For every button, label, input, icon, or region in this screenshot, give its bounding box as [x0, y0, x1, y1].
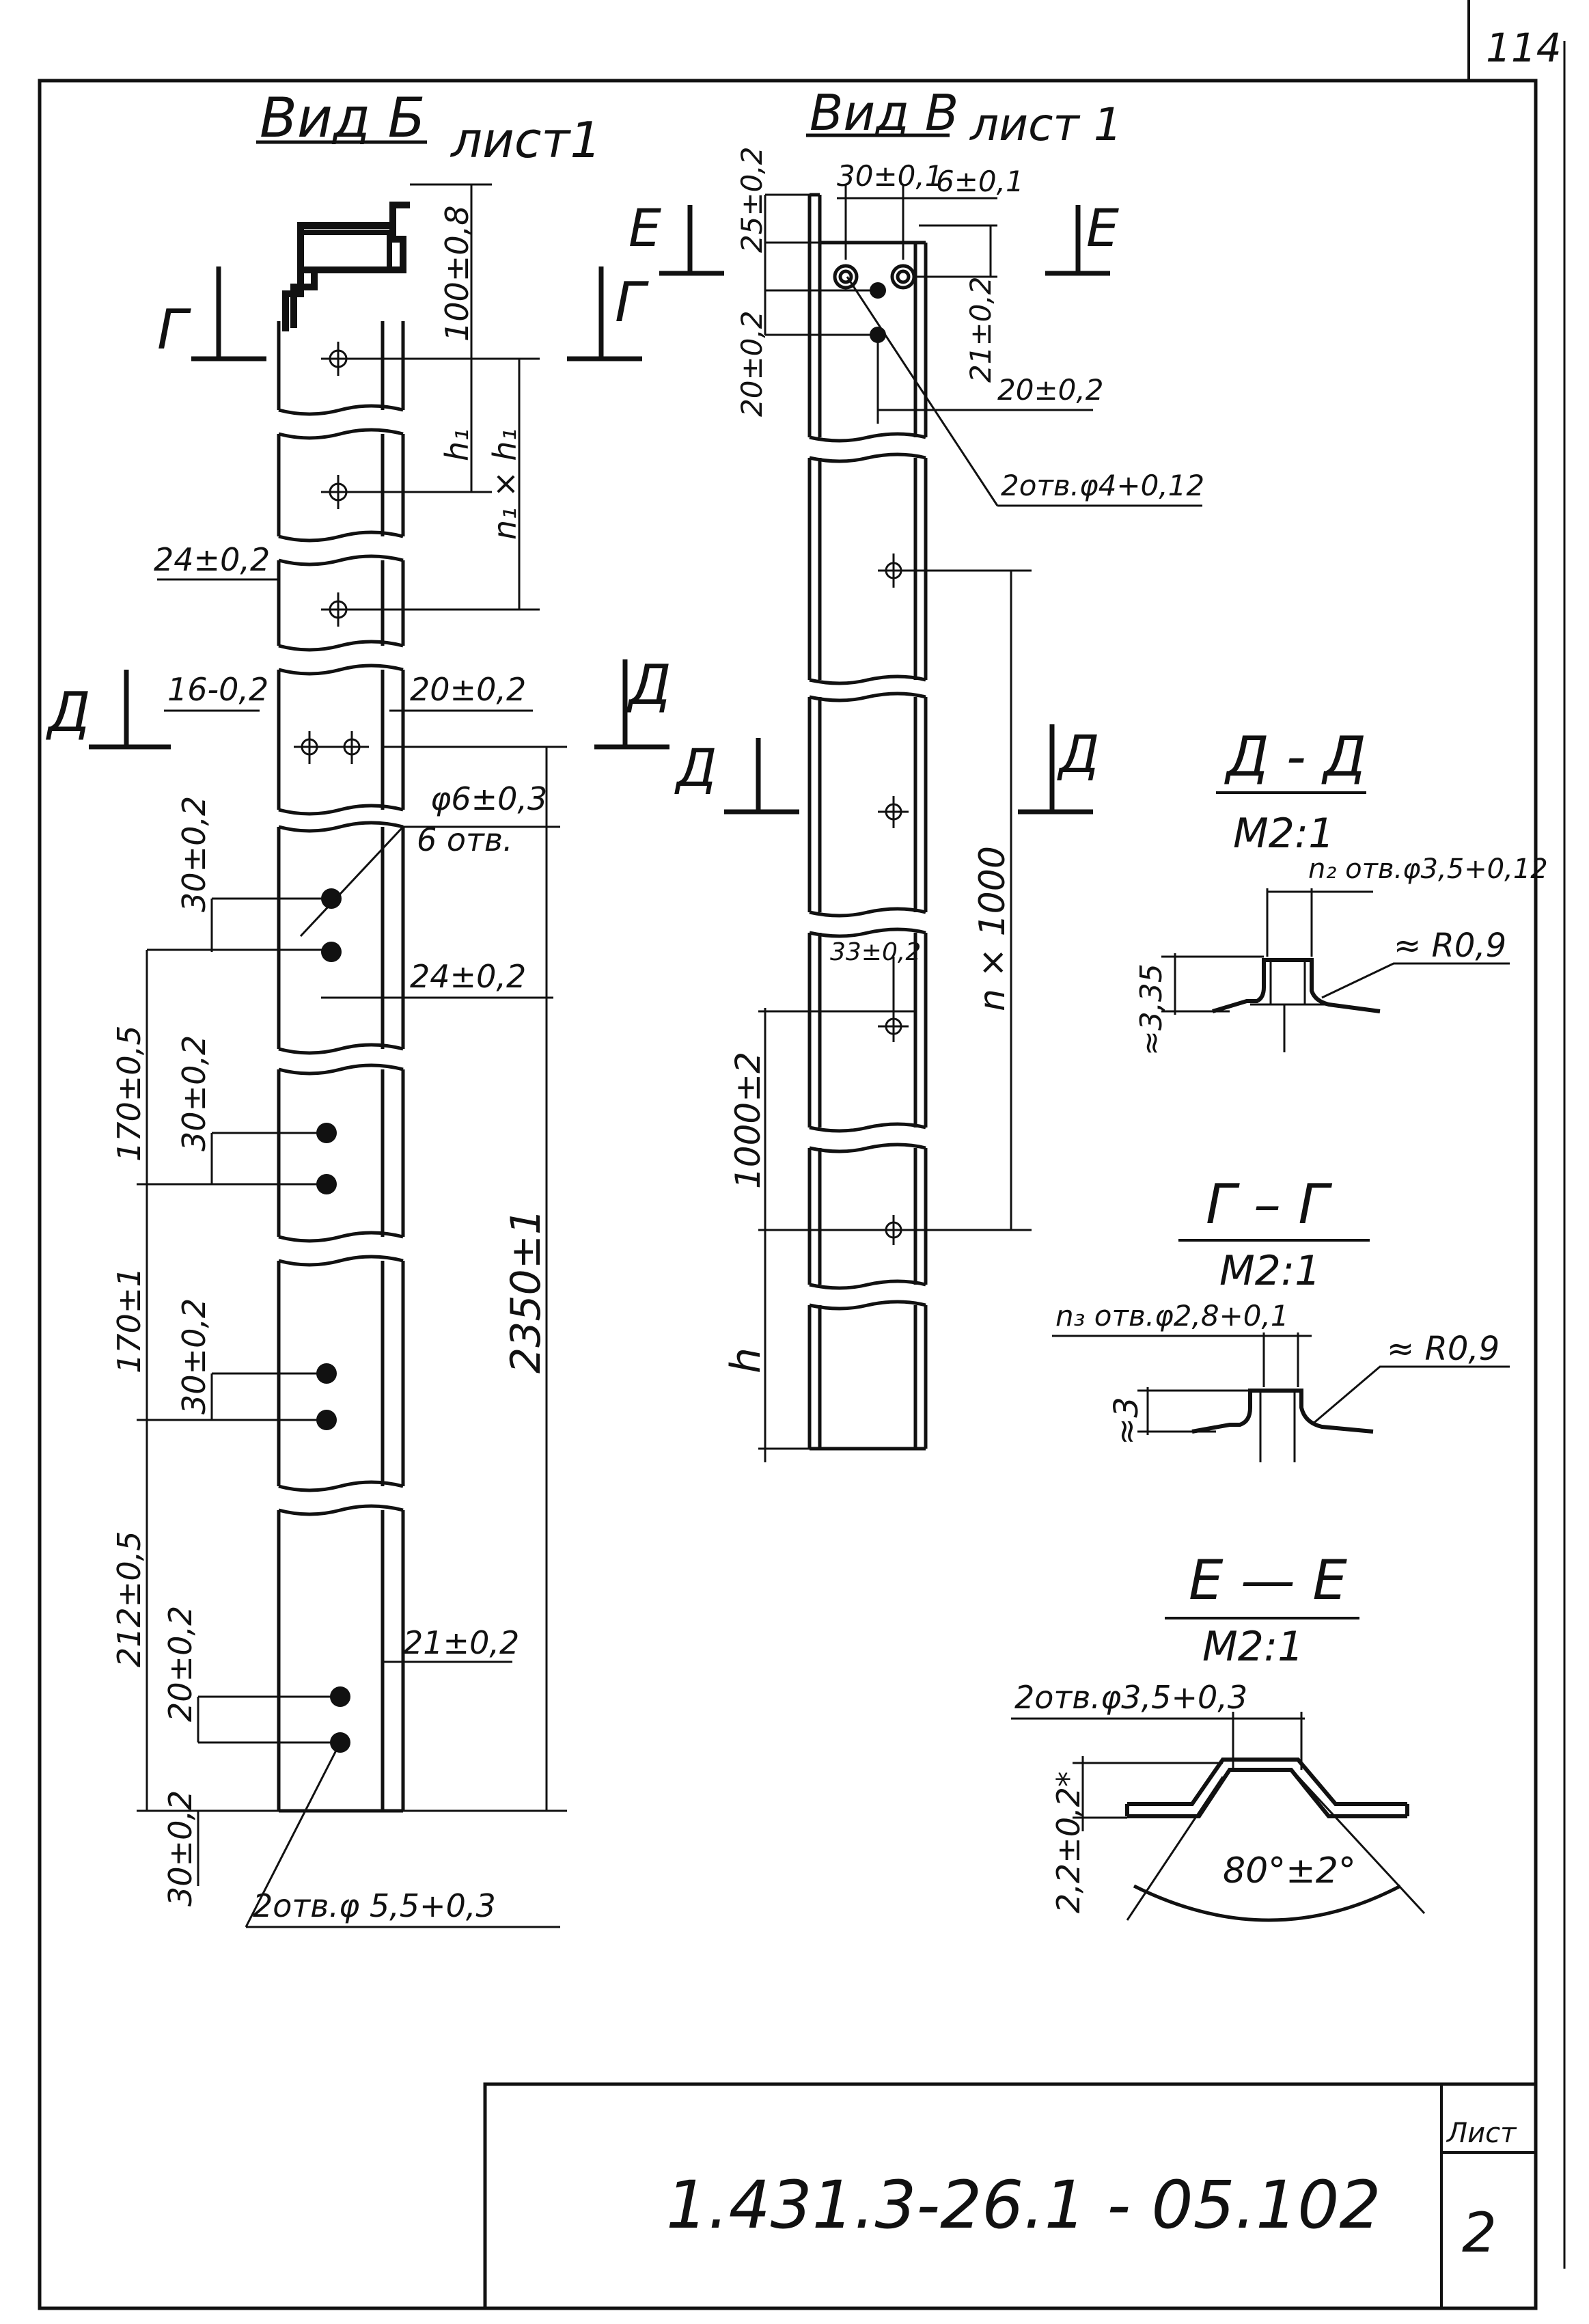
dim-2350: 2350±1	[502, 1209, 550, 1373]
section-dd-height: ≈3,35	[1134, 963, 1169, 1056]
dim-h: h	[722, 1348, 770, 1373]
view-b-section-d-left: Д	[46, 681, 91, 744]
dim-33: 33±0,2	[830, 938, 921, 966]
section-gg-radius: ≈ R0,9	[1387, 1330, 1500, 1368]
dim-2otv-5-5: 2отв.φ 5,5+0,3	[253, 1887, 496, 1924]
sheet-label: Лист	[1446, 2118, 1517, 2149]
document-code: 1.431.3-26.1 - 05.102	[666, 2167, 1381, 2243]
dim-21-v: 21±0,2	[964, 277, 997, 383]
dim-phi6: φ6±0,3	[430, 780, 547, 817]
dim-6-otv: 6 отв.	[417, 821, 513, 858]
section-dd-title: Д - Д	[1224, 725, 1366, 789]
dim-n1h1: n₁ × h₁	[486, 428, 523, 540]
dim-24-b: 24±0,2	[410, 958, 526, 995]
section-d-d: Д - Д М2:1 n₂ отв.φ3,5+0,12 ≈ R0,9 ≈3,35	[1134, 725, 1548, 1056]
dim-16: 16-0,2	[167, 671, 268, 708]
dim-170-b: 170±1	[111, 1267, 148, 1373]
dim-170-a: 170±0,5	[111, 1026, 148, 1162]
dim-21: 21±0,2	[403, 1624, 519, 1661]
dim-30-b: 30±0,2	[176, 1035, 212, 1151]
section-ee-title: Е — Е	[1189, 1548, 1347, 1612]
dim-6: 6±0,1	[936, 165, 1024, 198]
section-e-e: Е — Е М2:1 2отв.φ3,5+0,3 80°±2° 2,2±0,2*	[1011, 1548, 1426, 1922]
dim-30-d: 30±0,2	[162, 1790, 199, 1906]
section-ee-angle: 80°±2°	[1223, 1850, 1356, 1891]
view-v-sheet-ref: лист 1	[969, 98, 1122, 151]
dim-24-a: 24±0,2	[154, 541, 270, 578]
dim-2otv-4: 2отв.φ4+0,12	[1001, 469, 1204, 502]
section-ee-height: 2,2±0,2*	[1050, 1771, 1087, 1913]
view-b-section-g-right: Г	[615, 271, 649, 334]
section-g-g: Г – Г М2:1 n₃ отв.φ2,8+0,1 ≈ R0,9 ≈3	[1052, 1173, 1510, 1462]
dim-100: 100±0,8	[439, 206, 475, 342]
view-b-sheet-ref: лист1	[450, 111, 601, 169]
section-ee-holes: 2отв.φ3,5+0,3	[1014, 1679, 1247, 1716]
dim-20-v-b: 20±0,2	[997, 373, 1103, 407]
dim-25: 25±0,2	[735, 147, 769, 253]
dim-212: 212±0,5	[111, 1531, 148, 1668]
view-v-section-e-left: Е	[628, 197, 661, 258]
view-b-section-d-right: Д	[626, 653, 672, 717]
page-number: 114	[1486, 25, 1562, 71]
view-v: Вид В лист 1	[628, 84, 1204, 1462]
view-v-section-d-right: Д	[1057, 724, 1099, 784]
sheet-frame	[38, 0, 1566, 2310]
section-gg-title: Г – Г	[1206, 1173, 1332, 1236]
dim-30-c: 30±0,2	[176, 1298, 212, 1414]
section-gg-scale: М2:1	[1219, 1247, 1321, 1295]
section-dd-holes: n₂ отв.φ3,5+0,12	[1308, 853, 1548, 885]
view-b-section-g-left: Г	[157, 298, 191, 361]
dim-20-a: 20±0,2	[410, 671, 526, 708]
dim-h1: h₁	[439, 428, 475, 461]
view-b: Вид Б лист1	[46, 86, 672, 1928]
sheet-number: 2	[1462, 2201, 1497, 2265]
section-dd-radius: ≈ R0,9	[1394, 927, 1506, 965]
dim-20-b: 20±0,2	[162, 1606, 199, 1722]
section-gg-height: ≈3	[1107, 1397, 1146, 1445]
section-ee-scale: М2:1	[1202, 1623, 1303, 1671]
dim-20-v-a: 20±0,2	[735, 311, 769, 417]
view-v-section-d-left: Д	[674, 737, 717, 798]
view-b-title: Вид Б	[260, 86, 426, 150]
dim-30-0-1: 30±0,1	[837, 159, 943, 193]
dim-1000: 1000±2	[728, 1052, 768, 1189]
dim-n-1000: n × 1000	[972, 846, 1013, 1011]
dim-30-a: 30±0,2	[176, 796, 212, 912]
view-v-section-e-right: Е	[1086, 197, 1119, 258]
view-v-title: Вид В	[810, 84, 958, 141]
section-gg-holes: n₃ отв.φ2,8+0,1	[1055, 1299, 1289, 1332]
section-dd-scale: М2:1	[1233, 810, 1334, 858]
